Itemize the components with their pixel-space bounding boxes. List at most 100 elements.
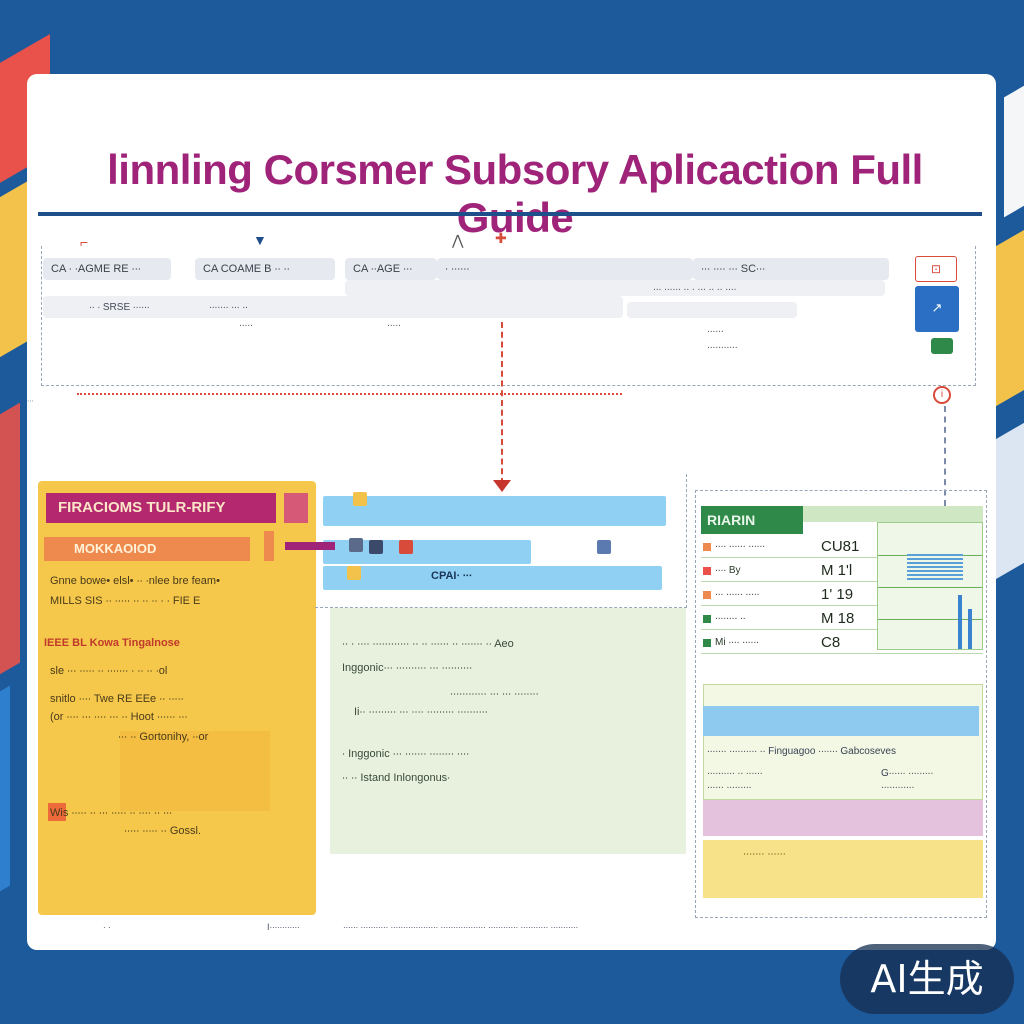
middle-dashed-frame [315, 474, 687, 608]
bg-stripe-red-lower [0, 402, 20, 698]
row-value: M 18 [821, 610, 855, 627]
right-card-pink [703, 800, 983, 836]
row-value: 1' 19 [821, 586, 854, 603]
folder-icon [353, 492, 367, 506]
top-label-row2-c: ∙∙∙ ∙∙∙∙∙∙ ∙∙ ∙ ∙∙∙ ∙∙ ∙∙ ∙∙∙∙ [653, 284, 737, 295]
top-label-right-b: ∙∙∙∙∙∙∙∙∙∙∙ [707, 342, 738, 353]
gray-dashed-connector [944, 406, 946, 506]
table-row: ∙∙∙∙ By M 1'l [701, 560, 983, 582]
top-bar-2: CA COAME B ∙∙ ∙∙ [195, 258, 335, 280]
table-row: ∙∙∙∙∙∙∙∙ ∙∙ M 18 [701, 608, 983, 630]
chart-icon[interactable]: ↗ [915, 286, 959, 332]
row-value: CU81 [821, 538, 860, 555]
yellow-panel-subtab [264, 531, 274, 561]
title-divider [38, 212, 982, 216]
ai-generated-badge: AI生成 [840, 944, 1014, 1014]
row-value: M 1'l [821, 562, 853, 579]
blue-step-bar-3 [323, 566, 662, 590]
bg-stripe-white-right [1004, 62, 1024, 218]
alert-icon[interactable]: ⊡ [915, 256, 957, 282]
right-card-yellow [703, 840, 983, 898]
mini-bar [968, 609, 972, 649]
image-icon [597, 540, 611, 554]
down-arrow-icon [493, 480, 511, 492]
infographic-card: linnling Corsmer Subsory Aplicaction Ful… [27, 74, 996, 950]
file-icon [349, 538, 363, 552]
info-circle-icon[interactable]: i [933, 386, 951, 404]
striped-graphic [907, 552, 963, 580]
close-icon [399, 540, 413, 554]
yellow-line-1: Gnne bowe• elsl• ∙∙ ∙nlee bre feam• [50, 575, 220, 587]
left-edge-note: ∙∙∙ [27, 396, 34, 405]
row-label: ∙∙∙∙ ∙∙∙∙∙∙ ∙∙∙∙∙∙ [715, 541, 766, 552]
yellow-panel-heading: FIRACIOMS TULR-RIFY [46, 493, 276, 523]
footer-right: ∙∙∙∙∙∙ ∙∙∙∙∙∙∙∙∙∙∙ ∙∙∙∙∙∙∙∙∙∙∙∙∙∙∙∙∙∙∙ ∙… [343, 922, 579, 932]
yellow-panel-subheading: MOKKAOIOD [44, 537, 250, 561]
purple-connector [285, 542, 335, 550]
right-table-heading: RIARIN [701, 506, 803, 534]
footer-middle: I∙∙∙∙∙∙∙∙∙∙∙∙ [267, 922, 300, 932]
yellow-line-7: ∙∙∙ ∙∙ Gortonihy, ∙∙or [118, 731, 209, 743]
top-label-row2-a: ∙∙ ∙ SRSE ∙∙∙∙∙∙ [89, 302, 150, 313]
row-label: ∙∙∙∙∙∙∙∙ ∙∙ [715, 613, 746, 624]
yellow-line-4: sle ∙∙∙ ∙∙∙∙∙ ∙∙ ∙∙∙∙∙∙∙ ∙ ∙∙ ∙∙ ∙ol [50, 665, 168, 677]
person-marker-icon: ⋀ [452, 232, 464, 248]
top-label-row3-a: ∙∙∙∙∙ [239, 320, 253, 331]
right-dashed-frame [695, 490, 987, 918]
yellow-line-5: snitlo ∙∙∙∙ Twe RE EEe ∙∙ ∙∙∙∙∙ [50, 693, 184, 705]
green-line-2: Inggonic∙∙∙ ∙∙∙∙∙∙∙∙∙∙ ∙∙∙ ∙∙∙∙∙∙∙∙∙∙ [342, 662, 473, 674]
top-bar-row1b [345, 280, 885, 296]
yellow-line-2: MILLS SIS ∙∙ ∙∙∙∙∙ ∙∙ ∙∙ ∙∙ ∙ ∙ FIE E [50, 595, 201, 607]
green-line-6: ∙∙ ∙∙ Istand Inlongonus∙ [342, 772, 451, 784]
green-description-panel: ∙∙ ∙ ∙∙∙∙ ∙∙∙∙∙∙∙∙∙∙∙∙ ∙∙ ∙∙ ∙∙∙∙∙∙ ∙∙ ∙… [330, 608, 686, 854]
row-dot-icon [703, 615, 711, 623]
yellow-info-panel: FIRACIOMS TULR-RIFY MOKKAOIOD Gnne bowe•… [38, 481, 316, 915]
right-card-line-5: ∙∙∙∙∙∙∙∙∙∙∙∙ [881, 782, 915, 793]
green-line-5: ∙ Inggonic ∙∙∙ ∙∙∙∙∙∙∙ ∙∙∙∙∙∙∙∙ ∙∙∙∙ [342, 748, 470, 760]
document-icon[interactable] [931, 338, 953, 354]
page-title: linnling Corsmer Subsory Aplicaction Ful… [107, 146, 923, 241]
top-label-right-a: ∙∙∙∙∙∙ [707, 326, 724, 337]
top-bar-row2b [627, 302, 797, 318]
tag-icon [347, 566, 361, 580]
top-bar-5: ∙∙∙ ∙∙∙∙ ∙∙∙ SC∙∙∙ [693, 258, 889, 280]
orange-square-icon [48, 803, 66, 821]
right-card-yellow-label: ∙∙∙∙∙∙∙ ∙∙∙∙∙∙ [743, 848, 786, 860]
bg-stripe-yellow [0, 179, 30, 381]
yellow-line-6: (or ∙∙∙∙ ∙∙∙ ∙∙∙∙ ∙∙∙ ∙∙ Hoot ∙∙∙∙∙∙ ∙∙∙ [50, 711, 188, 723]
right-card-line-4: ∙∙∙∙∙∙ ∙∙∙∙∙∙∙∙∙ [707, 782, 752, 793]
footer-left: ∙ ∙ [103, 922, 111, 932]
row-label: ∙∙∙ ∙∙∙∙∙∙ ∙∙∙∙∙ [715, 589, 760, 600]
row-dot-icon [703, 591, 711, 599]
triangle-marker-icon: ▼ [253, 232, 267, 248]
top-label-row3-b: ∙∙∙∙∙ [387, 320, 401, 331]
red-dashed-connector [501, 322, 503, 484]
grid-line [878, 587, 982, 588]
green-line-3: ∙∙∙∙∙∙∙∙∙∙∙∙ ∙∙∙ ∙∙∙ ∙∙∙∙∙∙∙∙ [450, 688, 539, 700]
row-value: C8 [821, 634, 841, 651]
top-bar-1: CA ∙ ∙AGME RE ∙∙∙ [43, 258, 171, 280]
yellow-line-8: Wis ∙∙∙∙∙ ∙∙ ∙∙∙ ∙∙∙∙∙ ∙∙ ∙∙∙∙ ∙∙ ∙∙∙ [50, 807, 173, 819]
pin-marker-icon: ✚ [495, 230, 507, 246]
right-table-header-bar [803, 506, 983, 522]
bg-stripe-blue [0, 685, 10, 915]
yellow-panel-highlight [120, 731, 270, 811]
table-row: ∙∙∙∙ ∙∙∙∙∙∙ ∙∙∙∙∙∙ CU81 [701, 536, 983, 558]
row-dot-icon [703, 567, 711, 575]
yellow-line-3: IEEE BL Kowa Tingalnose [44, 637, 180, 649]
flag-marker-icon: ⌐ [80, 234, 89, 250]
right-card-line-1: ∙∙∙∙∙∙∙ ∙∙∙∙∙∙∙∙∙∙ ∙∙ Finguagoo ∙∙∙∙∙∙∙ … [707, 746, 896, 757]
right-card-blue-bar [703, 706, 979, 736]
mini-bar [958, 595, 962, 649]
blue-step-bar-1 [323, 496, 666, 526]
yellow-line-9: ∙∙∙∙∙ ∙∙∙∙∙ ∙∙ Gossl. [124, 825, 202, 837]
top-bar-row2 [43, 296, 623, 318]
top-label-row2-b: ∙∙∙∙∙∙∙ ∙∙∙ ∙∙ [209, 302, 248, 313]
top-bar-3: CA ∙∙AGE ∙∙∙ [345, 258, 437, 280]
row-label: Mi ∙∙∙∙ ∙∙∙∙∙∙ [715, 637, 759, 648]
blue-step-label: CPAI∙ ∙∙∙ [431, 570, 472, 582]
table-row: ∙∙∙ ∙∙∙∙∙∙ ∙∙∙∙∙ 1' 19 [701, 584, 983, 606]
right-card-info [703, 684, 983, 800]
top-bar-4: ∙ ∙∙∙∙∙∙ [437, 258, 693, 280]
row-dot-icon [703, 639, 711, 647]
